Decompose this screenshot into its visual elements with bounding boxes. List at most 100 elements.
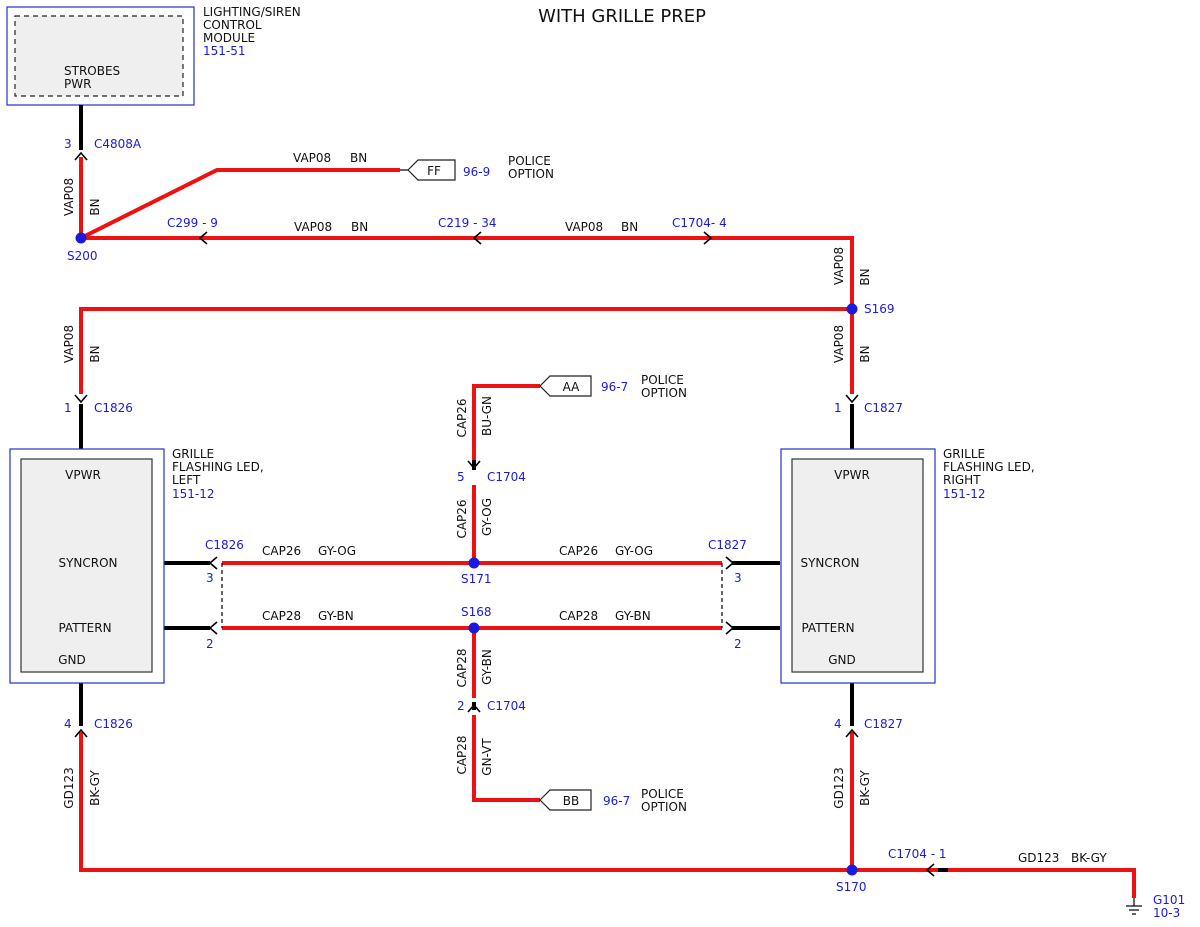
vl-right-vpwr-circuit: VAP08 [832,325,846,363]
flag-ff-shape [407,159,456,181]
led-left-pin-vpwr: VPWR [65,468,101,482]
wire-gd123-ground [79,732,1136,898]
wl-pattern-right-circuit: CAP28 [559,609,598,623]
splice-s169-label: S169 [864,302,895,316]
c1704-2-name: C1704 [487,699,526,713]
ground-g101: G101 10-3 [1126,893,1185,920]
c1826-4-name: C1826 [94,717,133,731]
grille-flashing-led-right: VPWR SYNCRON PATTERN GND GRILLE FLASHING… [780,447,1035,684]
led-right-name-line2: FLASHING LED, [943,460,1035,474]
splice-s170 [846,864,858,876]
wl-top-circuit-2: VAP08 [565,220,603,234]
c299-label: C299 - 9 [167,216,218,230]
flag-bb-letter: BB [563,794,579,808]
horizontal-wire-labels: VAP08 BN VAP08 BN VAP08 BN CAP26 GY-OG C… [262,151,1107,865]
power-wires [79,157,854,394]
connector-arrow-c1704-5 [467,460,481,470]
wire-cap26-bu-gn [472,384,540,466]
c1827-3-name: C1827 [708,538,747,552]
module-pin-label-line1: STROBES [64,64,120,78]
led-left-name-line1: GRILLE [172,447,214,461]
flag-ff-note-line1: POLICE [508,154,551,168]
flag-ff-letter: FF [427,164,441,178]
led-left-pin-pattern: PATTERN [58,621,111,635]
wl-top-circuit-1: VAP08 [294,220,332,234]
connector-arrow-c4808a [74,151,88,161]
module-inner-dashed [14,15,184,97]
vl-s168-circuit: CAP28 [455,648,469,687]
led-right-pin-pattern: PATTERN [801,621,854,635]
diagram-title: WITH GRILLE PREP [538,6,706,27]
wl-ff-circuit: VAP08 [293,151,331,165]
module-name-line3: MODULE [203,31,255,45]
module-name-line2: CONTROL [203,18,262,32]
connector-arrow-c1827-2 [725,621,735,635]
wl-top-color-1: BN [351,220,368,234]
vl-aa-circuit: CAP26 [455,398,469,437]
vl-s200-color: BN [88,198,102,215]
wire-vap08-s200-s169 [81,236,854,309]
led-right-ref: 151-12 [943,487,986,501]
wl-top-color-2: BN [621,220,638,234]
vl-s171-circuit: CAP26 [455,499,469,538]
connector-arrow-c1826-2 [208,621,218,635]
c1826-1-name: C1826 [94,401,133,415]
led-left-name-line2: FLASHING LED, [172,460,264,474]
vl-s200-circuit: VAP08 [62,178,76,216]
led-left-body [20,458,153,673]
led-left-pin-gnd: GND [58,653,86,667]
flag-ff-note-line2: OPTION [508,167,554,181]
led-right-pin-vpwr: VPWR [834,468,870,482]
vl-s171-color: GY-OG [480,498,494,536]
wire-cap28-gn-vt [472,715,540,802]
flag-bb-ref: 96-7 [603,794,630,808]
vl-left-gnd-color: BK-GY [88,770,102,806]
led-right-body [791,458,924,673]
connector-arrow-c219 [472,231,482,245]
splice-s171-label: S171 [461,572,492,586]
vl-s169-top-color: BN [858,268,872,285]
splice-s200 [75,232,87,244]
c1827-4-name: C1827 [864,717,903,731]
wl-ground-circuit: GD123 [1018,851,1059,865]
c1704-2-pin: 2 [457,699,465,713]
connector-arrow-c1704-4 [703,231,713,245]
signal-wires [222,384,722,802]
c1826-1-pin: 1 [64,401,72,415]
c1827-1-pin: 1 [834,401,842,415]
wl-pattern-left-color: GY-BN [318,609,354,623]
c1704-1-label: C1704 - 1 [888,847,947,861]
wl-ground-color: BK-GY [1071,851,1107,865]
flag-bb-note-line1: POLICE [641,787,684,801]
c219-label: C219 - 34 [438,216,497,230]
flag-aa: AA 96-7 POLICE OPTION [539,373,687,400]
splice-s169 [846,303,858,315]
vl-right-gnd-circuit: GD123 [832,767,846,808]
ground-ref: 10-3 [1153,906,1180,920]
vertical-wire-labels: VAP08 BN VAP08 BN VAP08 BN VAP08 BN CAP2… [62,178,872,809]
c1827-3-pin: 3 [734,571,742,585]
device-leads [79,105,948,872]
wl-syncron-left-circuit: CAP26 [262,544,301,558]
flag-aa-ref: 96-7 [601,380,628,394]
splice-s168-label: S168 [461,605,492,619]
led-right-name-line3: RIGHT [943,473,981,487]
flag-ff: FF 96-9 POLICE OPTION [400,154,554,181]
vl-bb-circuit: CAP28 [455,735,469,774]
flag-bb-shape [539,789,592,811]
splices: S200 S169 S171 S168 S170 [67,232,895,894]
splice-s170-label: S170 [836,880,867,894]
vl-right-gnd-color: BK-GY [858,770,872,806]
led-left-ref: 151-12 [172,487,215,501]
vl-aa-color: BU-GN [480,396,494,436]
module-ref: 151-51 [203,44,246,58]
wire-vap08-s169-leds [79,307,854,394]
flag-aa-letter: AA [563,380,581,394]
led-right-pin-gnd: GND [828,653,856,667]
splice-s200-label: S200 [67,249,98,263]
c1827-1-name: C1827 [864,401,903,415]
vl-left-vpwr-circuit: VAP08 [62,325,76,363]
c1826-3-pin: 3 [206,571,214,585]
grille-flashing-led-left: VPWR SYNCRON PATTERN GND GRILLE FLASHING… [9,447,264,684]
flag-bb-note-line2: OPTION [641,800,687,814]
